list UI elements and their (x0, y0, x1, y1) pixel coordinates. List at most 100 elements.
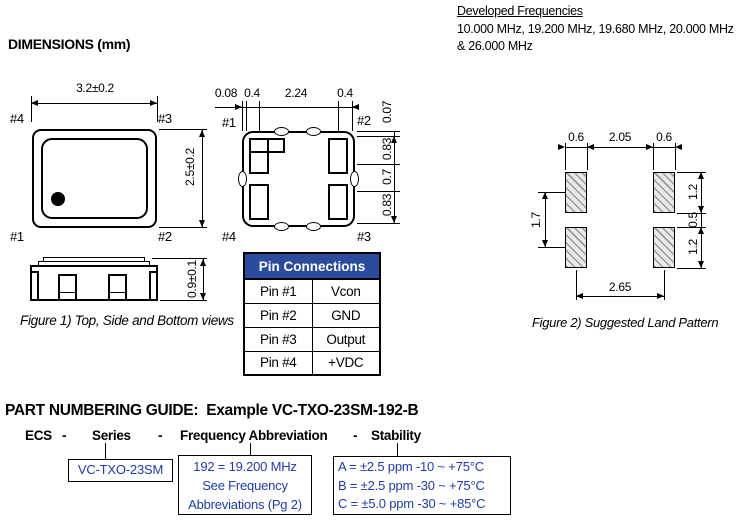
top-view-pin1-label: #1 (10, 229, 24, 244)
ext-line (357, 191, 400, 192)
land-pad-2 (653, 172, 675, 213)
land-dim-205: 2.05 (608, 130, 632, 144)
ext-line (357, 223, 400, 224)
series-box: VC-TXO-23SM (68, 459, 173, 482)
guide-label-stability: Stability (371, 428, 421, 443)
connector-line (105, 443, 106, 459)
bottom-view-pin4-label: #4 (222, 229, 236, 244)
ext-line (538, 192, 565, 193)
side-view-castellation-right (149, 271, 158, 301)
ext-line (653, 143, 654, 170)
ext-line (664, 270, 665, 300)
dim-line (545, 192, 546, 247)
stability-box-line1: A = ±2.5 ppm -10 ~ +75°C (338, 459, 484, 474)
table-row: Pin #4 +VDC (243, 350, 381, 376)
side-view-castellation-left (30, 271, 39, 301)
top-view-pin3-label: #3 (158, 111, 172, 126)
frequency-box-line1: 192 = 19.200 MHz (193, 459, 297, 474)
bottom-view-dim-224: 2.24 (284, 86, 308, 100)
top-view-inner-outline (41, 138, 148, 219)
ext-line (159, 129, 207, 130)
pad-detail-line (108, 292, 127, 293)
bottom-view-pin1-label: #1 (222, 115, 236, 130)
dim-line (576, 296, 664, 297)
arrowhead (200, 259, 206, 266)
pin-table-header: Pin Connections (243, 252, 381, 280)
top-view-height-dim-label: 2.5±0.2 (183, 148, 197, 186)
connector-line (397, 443, 398, 456)
ext-line (357, 136, 400, 137)
arrowhead (698, 261, 704, 268)
top-view-width-dim-label: 3.2±0.2 (76, 81, 114, 95)
pin-connections-table: Pin Connections Pin #1 Vcon Pin #2 GND P… (243, 252, 381, 376)
arrowhead (657, 293, 664, 299)
arrowhead (542, 192, 548, 199)
ext-line (677, 227, 706, 228)
edge-notch (238, 171, 247, 187)
arrowhead (235, 104, 242, 110)
pin-signal: GND (311, 302, 381, 328)
guide-dash: - (353, 428, 358, 443)
dim-line (565, 147, 675, 148)
ext-line (242, 101, 243, 131)
arrowhead (587, 144, 594, 150)
ext-line (587, 143, 588, 170)
edge-notch (306, 127, 321, 136)
land-pad-3 (653, 227, 675, 268)
arrowhead (391, 136, 397, 143)
arrowhead (576, 293, 583, 299)
edge-notch (274, 127, 289, 136)
bottom-view-dim-008: 0.08 (214, 86, 238, 100)
dimensions-heading: DIMENSIONS (mm) (8, 36, 131, 52)
ext-line (576, 270, 577, 300)
developed-frequencies-title: Developed Frequencies (457, 4, 583, 18)
ext-line (677, 172, 706, 173)
top-view-pin2-label: #2 (158, 229, 172, 244)
ext-line (338, 101, 339, 131)
bottom-pad-4 (249, 184, 269, 220)
top-view-outline (32, 129, 157, 228)
stability-box-line2: B = ±2.5 ppm -30 ~ +75°C (338, 477, 485, 493)
arrowhead (646, 144, 653, 150)
arrowhead (199, 220, 205, 227)
developed-frequencies-line1: 10.000 MHz, 19.200 MHz, 19.680 MHz, 20.0… (457, 22, 734, 36)
side-view-pad-right (108, 274, 127, 301)
figure1-caption: Figure 1) Top, Side and Bottom views (20, 313, 234, 328)
dim-line (394, 131, 395, 223)
arrowhead (199, 130, 205, 137)
arrowhead (698, 227, 704, 234)
pin-number: Pin #4 (243, 350, 313, 376)
bottom-view-dim-083b: 0.83 (380, 193, 394, 217)
arrowhead (31, 100, 38, 106)
bottom-pad-1-mark (249, 138, 285, 153)
ext-line (357, 164, 400, 165)
land-dim-06-left: 0.6 (568, 130, 584, 144)
bottom-pad-3 (328, 184, 348, 220)
ext-line (675, 143, 676, 170)
ext-line (538, 247, 565, 248)
arrowhead (200, 293, 206, 300)
land-dim-06-right: 0.6 (656, 130, 672, 144)
arrowhead (675, 144, 682, 150)
frequency-box: 192 = 19.200 MHz See Frequency Abbreviat… (178, 455, 312, 515)
dim-line (701, 172, 702, 268)
top-view-pin4-label: #4 (10, 111, 24, 126)
guide-dash: - (62, 428, 67, 443)
arrowhead (352, 104, 359, 110)
land-dim-17: 1.7 (529, 212, 543, 228)
arrowhead (542, 240, 548, 247)
ext-line (357, 131, 400, 132)
dim-line (203, 259, 204, 300)
bottom-view-dim-04b: 0.4 (337, 86, 353, 100)
arrowhead (698, 172, 704, 179)
dim-line (202, 130, 203, 227)
pin-number: Pin #1 (243, 278, 313, 304)
stability-box-line3: C = ±5.0 ppm -30 ~ +85°C (338, 496, 486, 511)
dim-line (215, 107, 355, 108)
land-dim-12-bottom: 1.2 (686, 239, 700, 255)
land-dim-265: 2.65 (608, 280, 632, 294)
figure2-caption: Figure 2) Suggested Land Pattern (532, 315, 719, 330)
arrowhead (150, 100, 157, 106)
ext-line (246, 101, 247, 131)
pin-signal: +VDC (311, 350, 381, 376)
